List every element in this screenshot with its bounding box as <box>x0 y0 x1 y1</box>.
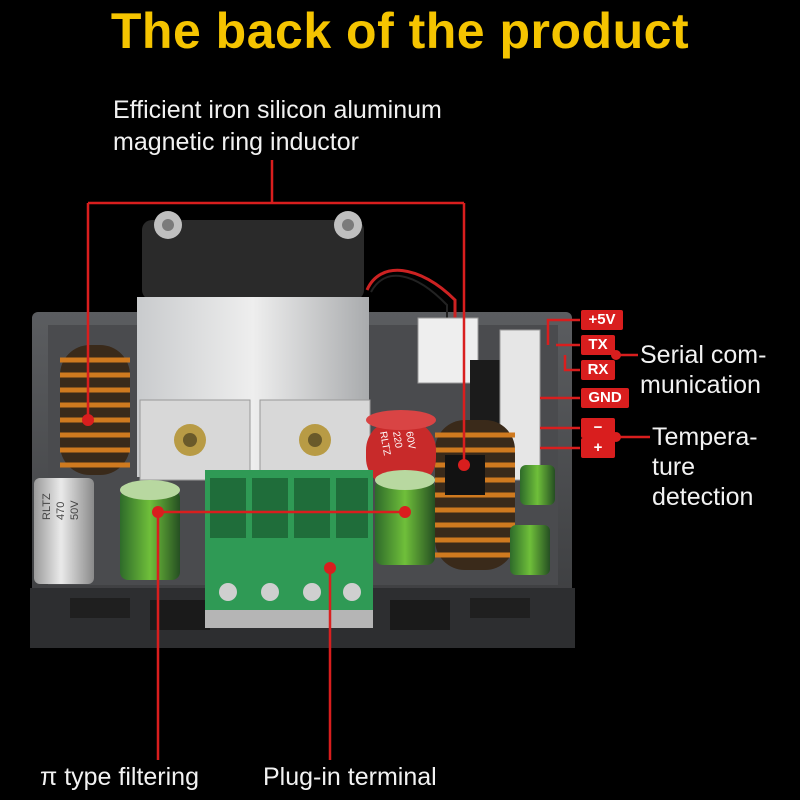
right-toroid-inductor <box>435 420 515 570</box>
cap-left-value: 470 <box>55 502 67 520</box>
terminal-label: Plug-in terminal <box>263 763 437 791</box>
cap-left-voltage: 50V <box>69 500 81 520</box>
pin-tag-tx: TX <box>581 335 615 355</box>
callout-lines <box>86 160 650 760</box>
serial-label-line2: munication <box>640 371 761 399</box>
inductor-label-line1: Efficient iron silicon aluminum <box>113 96 442 124</box>
capacitor-220uF <box>366 420 436 488</box>
left-toroid-inductor <box>60 345 130 475</box>
green-capacitor-left <box>120 490 180 580</box>
pi-filter-label: π type filtering <box>40 763 199 791</box>
cap-right-brand: RLTZ <box>377 431 392 457</box>
pin-tag-5v: +5V <box>581 310 623 330</box>
cap-right-value: 220 <box>390 431 404 450</box>
plug-in-terminal-block <box>205 470 373 628</box>
pin-tag-plus: + <box>581 438 615 458</box>
fan-connector <box>417 317 479 384</box>
temp-label-line3: detection <box>652 483 754 511</box>
cap-right-voltage: 60V <box>403 431 417 451</box>
capacitor-470uF <box>34 478 94 584</box>
cap-left-brand: RLTZ <box>41 493 53 520</box>
temp-label-line2: ture <box>652 453 696 481</box>
pin-tag-minus: − <box>581 418 615 438</box>
serial-label-line1: Serial com- <box>640 341 767 369</box>
temp-label-line1: Tempera- <box>652 423 758 451</box>
inductor-label-line2: magnetic ring inductor <box>113 128 359 156</box>
page-title: The back of the product <box>110 3 690 59</box>
pin-tag-gnd: GND <box>581 388 629 408</box>
cooling-fan <box>142 220 364 300</box>
green-capacitor-right <box>375 480 435 565</box>
pin-tag-rx: RX <box>581 360 615 380</box>
